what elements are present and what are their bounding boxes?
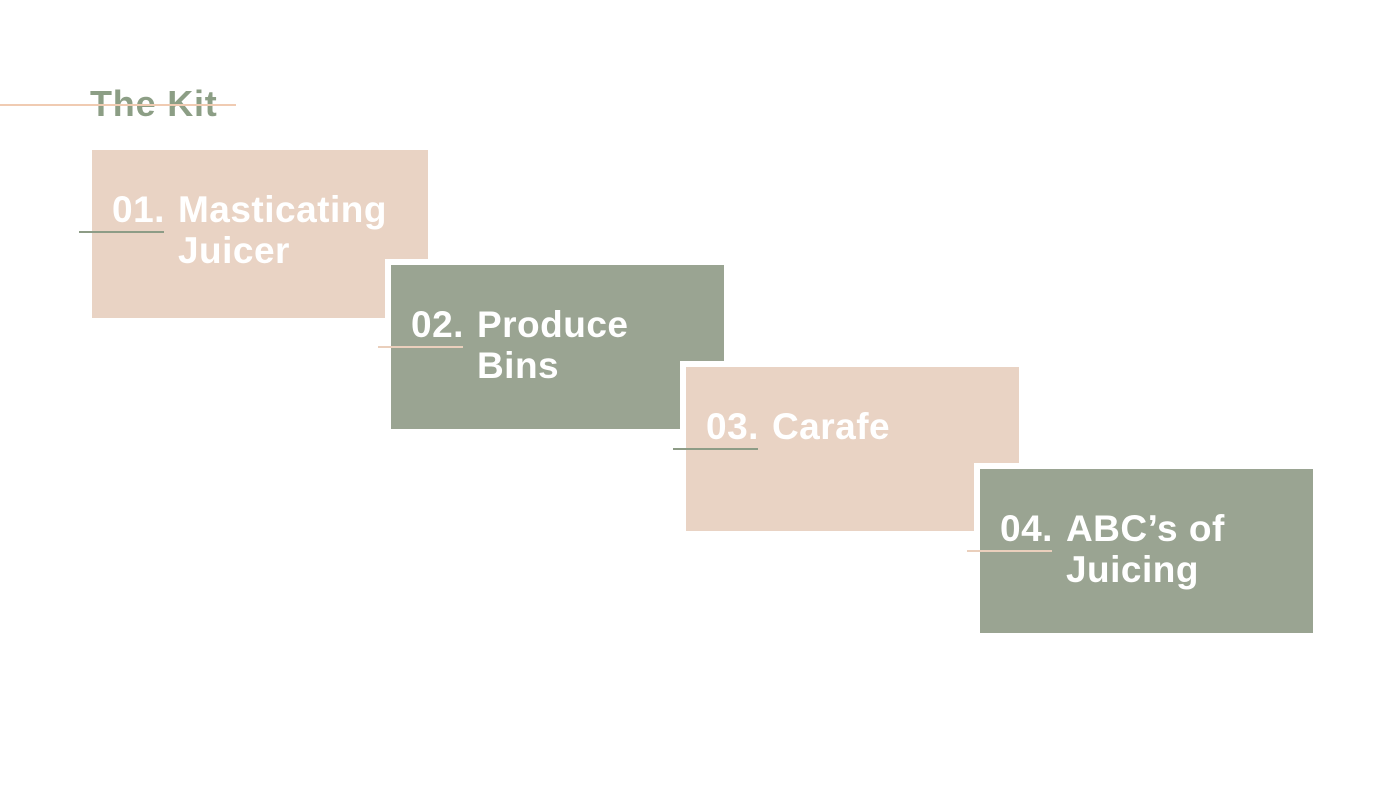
kit-item-card-1: 01. Masticating Juicer bbox=[79, 150, 428, 318]
number-underline bbox=[673, 448, 758, 450]
kit-item-card-2: 02. Produce Bins bbox=[378, 265, 724, 429]
item-title-line: Juicer bbox=[177, 229, 290, 271]
kit-item-label: 01. Masticating Juicer bbox=[112, 189, 414, 271]
number-underline bbox=[378, 346, 463, 348]
item-title-line: Juicing bbox=[1065, 548, 1199, 590]
kit-item-label: 02. Produce Bins bbox=[411, 304, 710, 386]
item-title-line: Produce bbox=[476, 304, 629, 345]
item-number: 03. bbox=[706, 406, 759, 447]
item-title: Produce Bins bbox=[476, 304, 629, 386]
item-number: 04. bbox=[1000, 508, 1053, 549]
item-title: ABC’s of Juicing bbox=[1065, 508, 1225, 590]
kit-item-card-4: 04. ABC’s of Juicing bbox=[967, 469, 1313, 633]
kit-item-label: 04. ABC’s of Juicing bbox=[1000, 508, 1299, 590]
number-underline bbox=[967, 550, 1052, 552]
title-underline-rule bbox=[0, 104, 236, 106]
slide-title: The Kit bbox=[90, 83, 218, 125]
item-title-line: ABC’s of bbox=[1065, 508, 1225, 549]
item-number: 01. bbox=[112, 189, 165, 230]
item-title-line: Carafe bbox=[771, 406, 891, 447]
kit-item-card-3: 03. Carafe bbox=[673, 367, 1019, 531]
number-underline bbox=[79, 231, 164, 233]
item-title-line: Masticating bbox=[177, 189, 387, 230]
item-title: Masticating Juicer bbox=[177, 189, 387, 271]
item-title-line: Bins bbox=[476, 344, 560, 386]
item-title: Carafe bbox=[771, 406, 891, 448]
item-number: 02. bbox=[411, 304, 464, 345]
kit-item-label: 03. Carafe bbox=[706, 406, 1005, 448]
